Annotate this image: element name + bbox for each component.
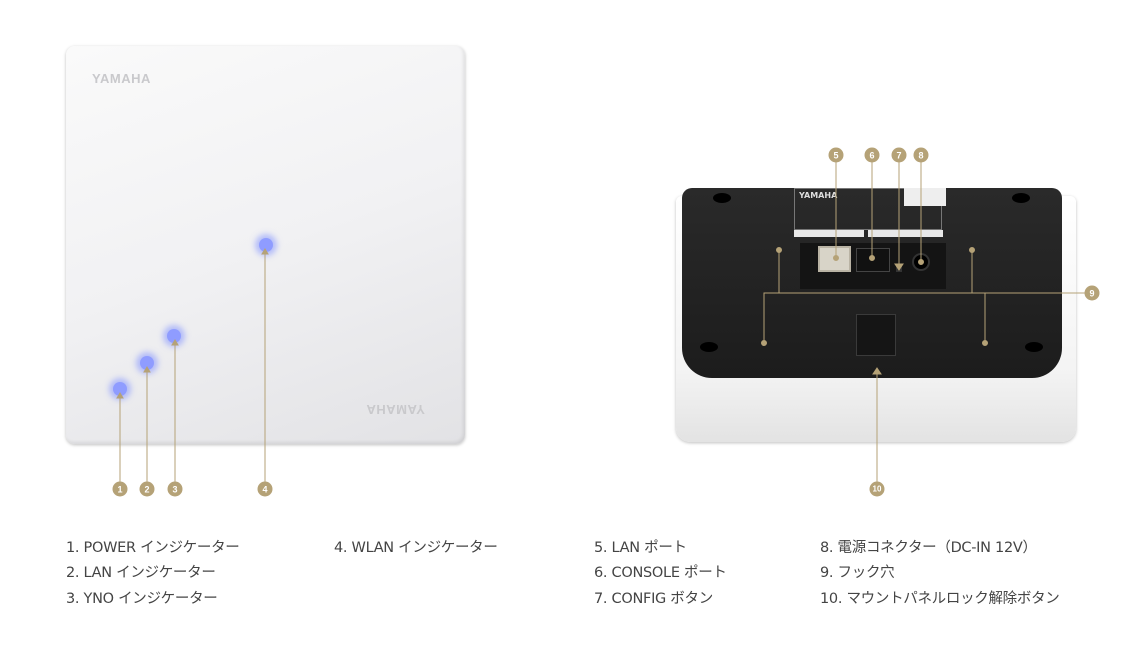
hook-hole-dot	[982, 340, 988, 346]
callout-1: 1	[112, 481, 128, 497]
hook-hole-dot	[969, 247, 975, 253]
callout-8: 8	[913, 147, 929, 163]
yno-led	[167, 329, 181, 343]
label-strip	[794, 230, 864, 237]
screw-hole	[700, 342, 718, 352]
arrow-10	[872, 367, 882, 375]
callout-4: 4	[257, 481, 273, 497]
mount-panel-release-button	[856, 314, 896, 356]
legend-item-config: 7. CONFIG ボタン	[594, 591, 713, 607]
power-led	[113, 382, 127, 396]
hook-hole-dot	[776, 247, 782, 253]
console-port-dot	[869, 255, 875, 261]
wlan-led	[259, 238, 273, 252]
lan-port-dot	[833, 255, 839, 261]
arrow-3	[171, 339, 179, 346]
callout-9: 9	[1084, 285, 1100, 301]
lan-port	[818, 246, 851, 272]
arrow-7	[894, 263, 904, 271]
screw-hole	[1025, 342, 1043, 352]
arrow-2	[143, 366, 151, 373]
legend-item-lan-led: 2. LAN インジケーター	[66, 565, 216, 581]
legend-item-wlan: 4. WLAN インジケーター	[334, 540, 498, 556]
hook-hole-dot	[761, 340, 767, 346]
legend-item-console: 6. CONSOLE ポート	[594, 565, 727, 581]
legend-item-lan-port: 5. LAN ポート	[594, 540, 687, 556]
serial-label	[904, 188, 946, 206]
callout-2: 2	[139, 481, 155, 497]
callout-3: 3	[167, 481, 183, 497]
screw-hole	[1012, 193, 1030, 203]
legend-item-dc-in: 8. 電源コネクター（DC-IN 12V）	[820, 540, 1037, 556]
callout-5: 5	[828, 147, 844, 163]
callout-7: 7	[891, 147, 907, 163]
rating-label-logo: YAMAHA	[799, 191, 838, 200]
label-strip	[868, 230, 943, 237]
screw-hole	[713, 193, 731, 203]
rating-label: YAMAHA	[794, 188, 942, 230]
arrow-1	[116, 392, 124, 399]
leader-line-9	[763, 292, 1085, 343]
legend-item-yno: 3. YNO インジケーター	[66, 591, 218, 607]
arrow-4	[261, 248, 269, 255]
legend-item-power: 1. POWER インジケーター	[66, 540, 240, 556]
callout-6: 6	[864, 147, 880, 163]
legend-item-mount-release: 10. マウントパネルロック解除ボタン	[820, 591, 1060, 607]
callout-10: 10	[869, 481, 885, 497]
dc-in-dot	[918, 259, 924, 265]
legend-item-hook: 9. フック穴	[820, 565, 895, 581]
yamaha-logo: YAMAHA	[92, 71, 151, 86]
lan-led	[140, 356, 154, 370]
